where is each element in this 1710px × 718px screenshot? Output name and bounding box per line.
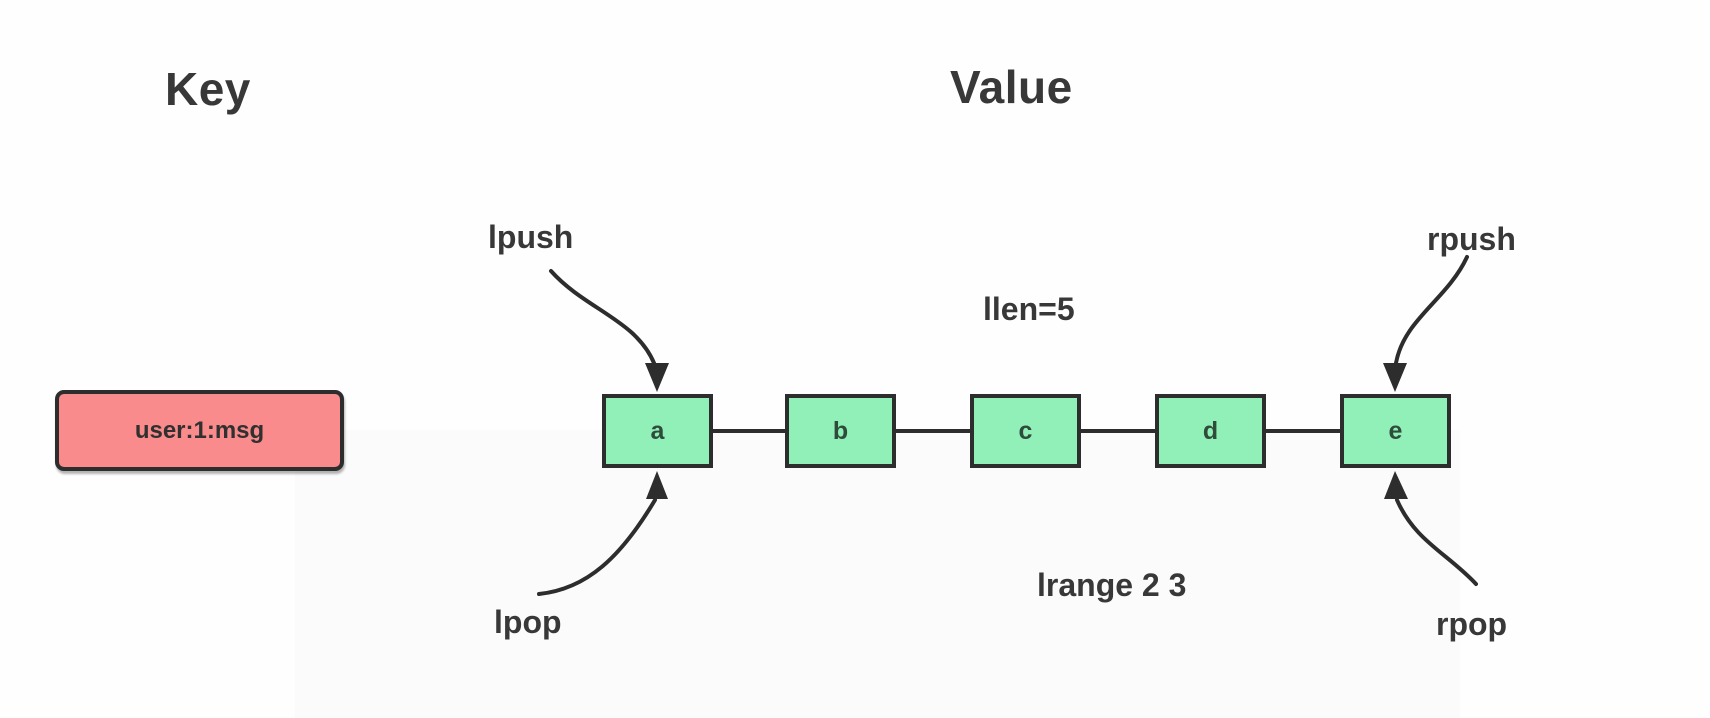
key-box: user:1:msg <box>55 390 344 471</box>
key-box-label: user:1:msg <box>134 416 265 444</box>
llen-annotation: llen=5 <box>983 291 1075 327</box>
rpush-arrowhead-icon <box>1383 363 1407 392</box>
value-column-heading: Value <box>950 61 1073 113</box>
list-node-a: a <box>602 394 713 468</box>
key-column-heading: Key <box>165 63 251 115</box>
list-node-d: d <box>1155 394 1266 468</box>
rpush-label: rpush <box>1427 221 1516 257</box>
rpush-arrow-curve <box>1394 255 1469 365</box>
lpop-label: lpop <box>494 604 562 640</box>
lrange-annotation: lrange 2 3 <box>1037 567 1187 603</box>
list-node-b: b <box>785 394 896 468</box>
rpop-label: rpop <box>1436 606 1508 642</box>
lpush-arrowhead-icon <box>645 363 669 392</box>
list-node-c-label: c <box>1018 416 1033 445</box>
list-node-b-label: b <box>832 416 849 445</box>
lpush-label: lpush <box>488 219 574 255</box>
list-node-c: c <box>970 394 1081 468</box>
list-node-a-label: a <box>650 416 665 445</box>
background-shade <box>295 430 1460 718</box>
lpush-arrow-curve <box>549 269 656 365</box>
list-node-d-label: d <box>1202 416 1219 445</box>
list-node-e-label: e <box>1388 416 1403 445</box>
list-node-e: e <box>1340 394 1451 468</box>
